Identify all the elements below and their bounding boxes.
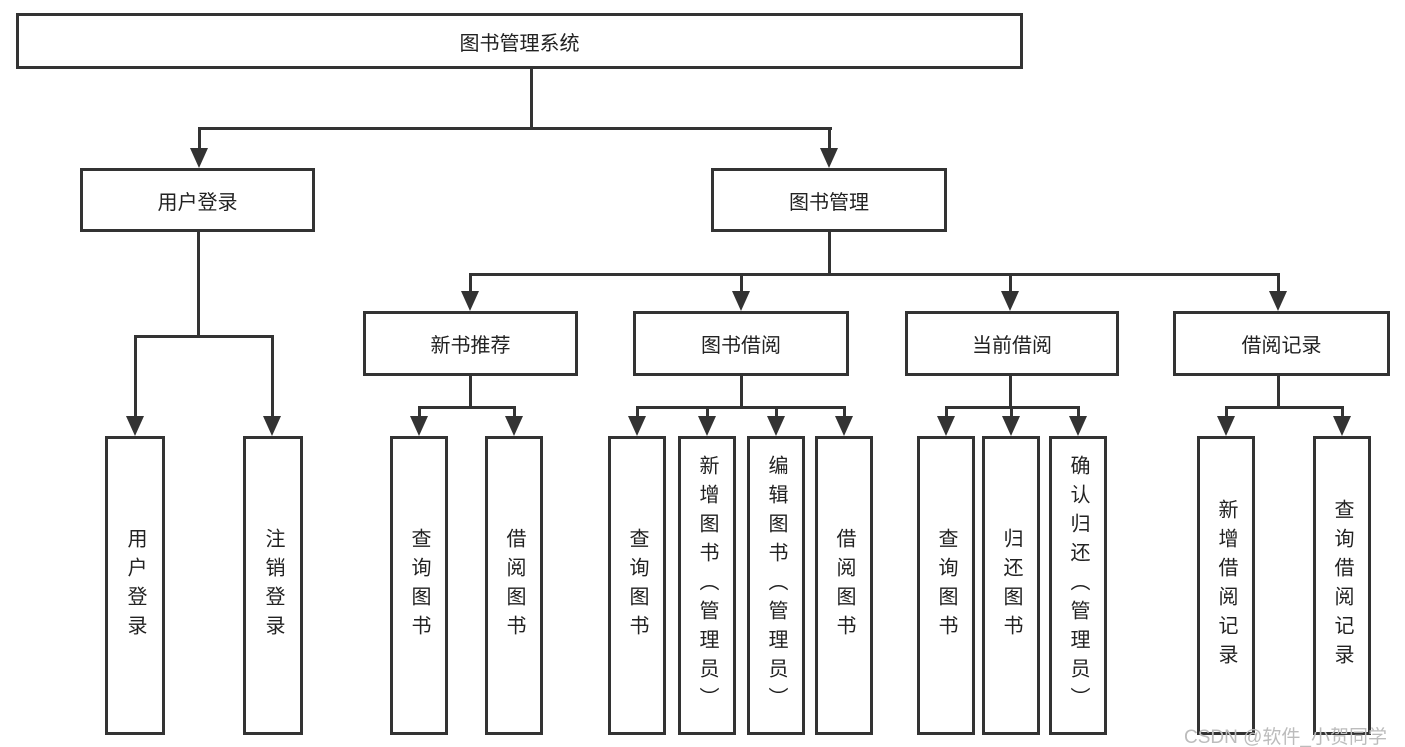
arrow-down-icon [1269, 291, 1287, 311]
connector-stem-leaf [706, 406, 709, 418]
arrow-down-icon [820, 148, 838, 168]
node-label: 图书借阅 [701, 335, 781, 357]
leaf-add-books-admin: 新增图书（管理员） [678, 436, 736, 735]
connector-stem-leaf [843, 406, 846, 418]
connector-stem-leaf [1225, 406, 1228, 418]
leaf-user-login: 用户登录 [105, 436, 165, 735]
leaf-label: 查询图书 [626, 527, 648, 644]
connector-stem-leaf [513, 406, 516, 418]
leaf-borrow-books: 借阅图书 [815, 436, 873, 735]
node-book-borrowing: 图书借阅 [633, 311, 849, 376]
arrow-down-icon [767, 416, 785, 436]
leaf-label: 查询借阅记录 [1331, 498, 1353, 673]
connector-group-hbar [636, 406, 845, 409]
connector-user-login-stem [197, 232, 200, 335]
csdn-watermark: CSDN @软件_小贺同学 [1184, 727, 1387, 747]
leaf-label: 确认归还（管理员） [1067, 455, 1089, 716]
arrow-down-icon [1217, 416, 1235, 436]
node-label: 当前借阅 [972, 335, 1052, 357]
connector-book-mgmt-stem [828, 232, 831, 273]
connector-group-hbar [1225, 406, 1343, 409]
connector-stem-book-mgmt [828, 127, 831, 150]
leaf-query-books-borrowing: 查询图书 [608, 436, 666, 735]
arrow-down-icon [1002, 416, 1020, 436]
arrow-down-icon [263, 416, 281, 436]
node-borrowing-records: 借阅记录 [1173, 311, 1390, 376]
leaf-borrow-books-recommend: 借阅图书 [485, 436, 543, 735]
connector-user-login-hbar [134, 335, 274, 338]
connector-stem-leaf [1010, 406, 1013, 418]
connector-stem-leaf [775, 406, 778, 418]
connector-stem-borrow-records [1277, 273, 1280, 293]
leaf-confirm-return-admin: 确认归还（管理员） [1049, 436, 1107, 735]
leaf-label: 归还图书 [1000, 527, 1022, 644]
leaf-query-books-recommend: 查询图书 [390, 436, 448, 735]
connector-stem-leaf [1077, 406, 1080, 418]
leaf-logout: 注销登录 [243, 436, 303, 735]
node-label: 借阅记录 [1241, 335, 1322, 357]
node-new-book-recommend: 新书推荐 [363, 311, 578, 376]
node-root-label: 图书管理系统 [459, 32, 580, 55]
arrow-down-icon [461, 291, 479, 311]
connector-stem-leaf [134, 335, 137, 418]
connector-group-stem [740, 376, 743, 406]
leaf-label: 借阅图书 [833, 527, 855, 644]
leaf-query-borrow-record: 查询借阅记录 [1313, 436, 1371, 735]
arrow-down-icon [835, 416, 853, 436]
connector-root-hbar [198, 127, 832, 130]
leaf-query-books-current: 查询图书 [917, 436, 975, 735]
connector-stem-book-borrow [740, 273, 743, 293]
arrow-down-icon [937, 416, 955, 436]
connector-stem-leaf [271, 335, 274, 418]
connector-stem-leaf [636, 406, 639, 418]
node-label: 图书管理 [789, 191, 869, 214]
arrow-down-icon [1069, 416, 1087, 436]
node-label: 用户登录 [157, 191, 238, 214]
connector-group-stem [469, 376, 472, 406]
arrow-down-icon [190, 148, 208, 168]
leaf-edit-books-admin: 编辑图书（管理员） [747, 436, 805, 735]
leaf-return-books: 归还图书 [982, 436, 1040, 735]
node-book-management: 图书管理 [711, 168, 947, 232]
connector-group-stem [1277, 376, 1280, 406]
leaf-label: 编辑图书（管理员） [765, 455, 787, 716]
node-current-borrowing: 当前借阅 [905, 311, 1119, 376]
connector-book-mgmt-hbar [469, 273, 1280, 276]
arrow-down-icon [1333, 416, 1351, 436]
leaf-label: 用户登录 [124, 527, 146, 644]
leaf-label: 注销登录 [262, 527, 284, 644]
arrow-down-icon [1001, 291, 1019, 311]
arrow-down-icon [732, 291, 750, 311]
connector-stem-leaf [418, 406, 421, 418]
leaf-label: 借阅图书 [503, 527, 525, 644]
node-label: 新书推荐 [430, 335, 511, 357]
leaf-label: 新增借阅记录 [1215, 498, 1237, 673]
arrow-down-icon [410, 416, 428, 436]
arrow-down-icon [698, 416, 716, 436]
leaf-add-borrow-record: 新增借阅记录 [1197, 436, 1255, 735]
connector-stem-leaf [1341, 406, 1344, 418]
connector-stem-new-book [469, 273, 472, 293]
connector-stem-leaf [945, 406, 948, 418]
arrow-down-icon [628, 416, 646, 436]
arrow-down-icon [126, 416, 144, 436]
connector-root-stem [530, 69, 533, 127]
node-root: 图书管理系统 [16, 13, 1023, 69]
connector-group-stem [1009, 376, 1012, 406]
arrow-down-icon [505, 416, 523, 436]
connector-group-hbar [418, 406, 515, 409]
node-user-login-branch: 用户登录 [80, 168, 315, 232]
connector-stem-current-borrow [1009, 273, 1012, 293]
leaf-label: 查询图书 [408, 527, 430, 644]
leaf-label: 查询图书 [935, 527, 957, 644]
leaf-label: 新增图书（管理员） [696, 455, 718, 716]
connector-stem-user-login [198, 127, 201, 150]
